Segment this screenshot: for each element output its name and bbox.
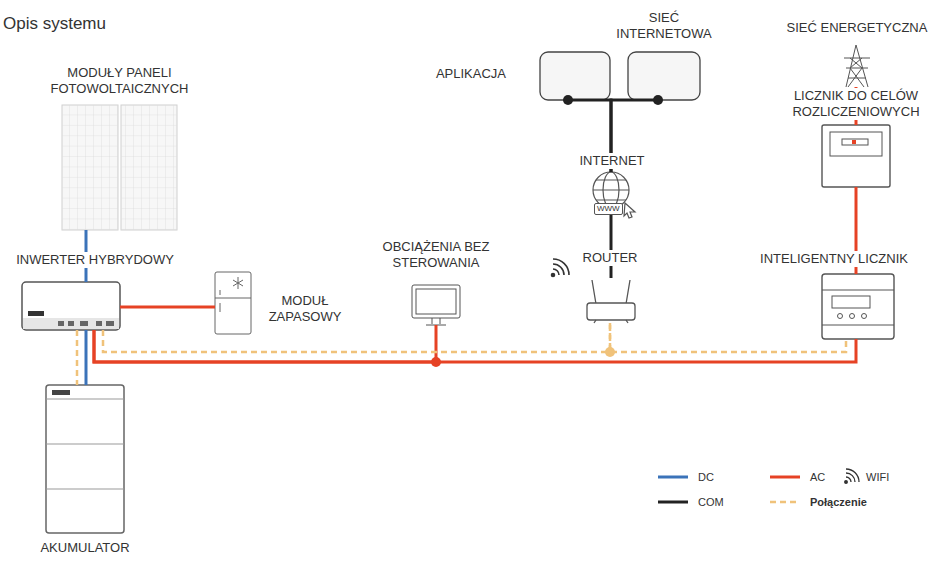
smart-meter: INTELIGENTNY LICZNIK <box>822 274 894 339</box>
component-label: LICZNIK DO CELÓW ROZLICZENIOWYCH <box>776 88 936 120</box>
component-label: APLIKACJA <box>434 66 508 82</box>
power-grid: SIEĆ ENERGETYCZNA <box>842 45 872 87</box>
app: APLIKACJA <box>540 52 610 100</box>
com-cable <box>610 214 613 278</box>
internet-network-icon <box>628 52 700 100</box>
component-label: ROUTER <box>581 250 640 266</box>
dc-cable <box>85 330 88 385</box>
app-icon <box>540 52 610 100</box>
component-label: MODUŁ ZAPASOWY <box>259 293 351 325</box>
backup-module: MODUŁ ZAPASOWY <box>215 272 251 334</box>
component-label: AKUMULATOR <box>38 540 131 556</box>
legend-text: DC <box>698 470 714 484</box>
pv-panels: MODUŁY PANELI FOTOWOLTAICZNYCH <box>62 105 177 230</box>
ac-cable <box>94 325 436 362</box>
ac-cable <box>94 330 856 362</box>
component-label: SIEĆ ENERGETYCZNA <box>785 20 930 36</box>
component-label: OBCIĄŻENIA BEZ STEROWANIA <box>366 239 506 271</box>
connection-line <box>76 330 79 385</box>
wifi-icon <box>552 259 570 277</box>
router-icon <box>587 280 635 323</box>
battery-icon <box>46 385 124 533</box>
load-monitor-icon <box>412 285 460 325</box>
legend-text: AC <box>810 470 825 484</box>
component-label: INWERTER HYBRYDOWY <box>14 252 176 268</box>
component-label: MODUŁY PANELI FOTOWOLTAICZNYCH <box>35 65 205 97</box>
grid-tower-icon <box>844 45 870 87</box>
hybrid-inverter: INWERTER HYBRYDOWY <box>22 282 120 330</box>
legend-text: COM <box>698 495 724 509</box>
ac-cable <box>120 306 215 309</box>
pv-panel-icon <box>62 105 177 230</box>
component-label: INTERNET <box>578 153 647 169</box>
component-label: SIEĆ INTERNETOWA <box>609 10 719 42</box>
billing-meter: LICZNIK DO CELÓW ROZLICZENIOWYCH <box>822 125 890 187</box>
icon-text: WWW <box>594 203 623 215</box>
uncontrolled-loads: OBCIĄŻENIA BEZ STEROWANIA <box>412 285 460 325</box>
legend-text: WIFI <box>866 470 889 484</box>
diagram-title: Opis systemu <box>3 14 106 34</box>
router: ROUTER <box>585 278 635 323</box>
connection-line <box>610 323 846 352</box>
smart-meter-icon <box>822 274 894 339</box>
connection-line <box>103 323 610 352</box>
internet-network: SIEĆ INTERNETOWA <box>628 52 700 100</box>
billing-meter-icon <box>822 125 890 187</box>
legend-text: Połączenie <box>810 495 867 509</box>
component-label: INTELIGENTNY LICZNIK <box>758 251 910 267</box>
inverter-icon <box>22 282 120 330</box>
battery: AKUMULATOR <box>46 385 124 533</box>
globe-icon <box>593 172 635 218</box>
backup-module-icon <box>215 272 251 334</box>
